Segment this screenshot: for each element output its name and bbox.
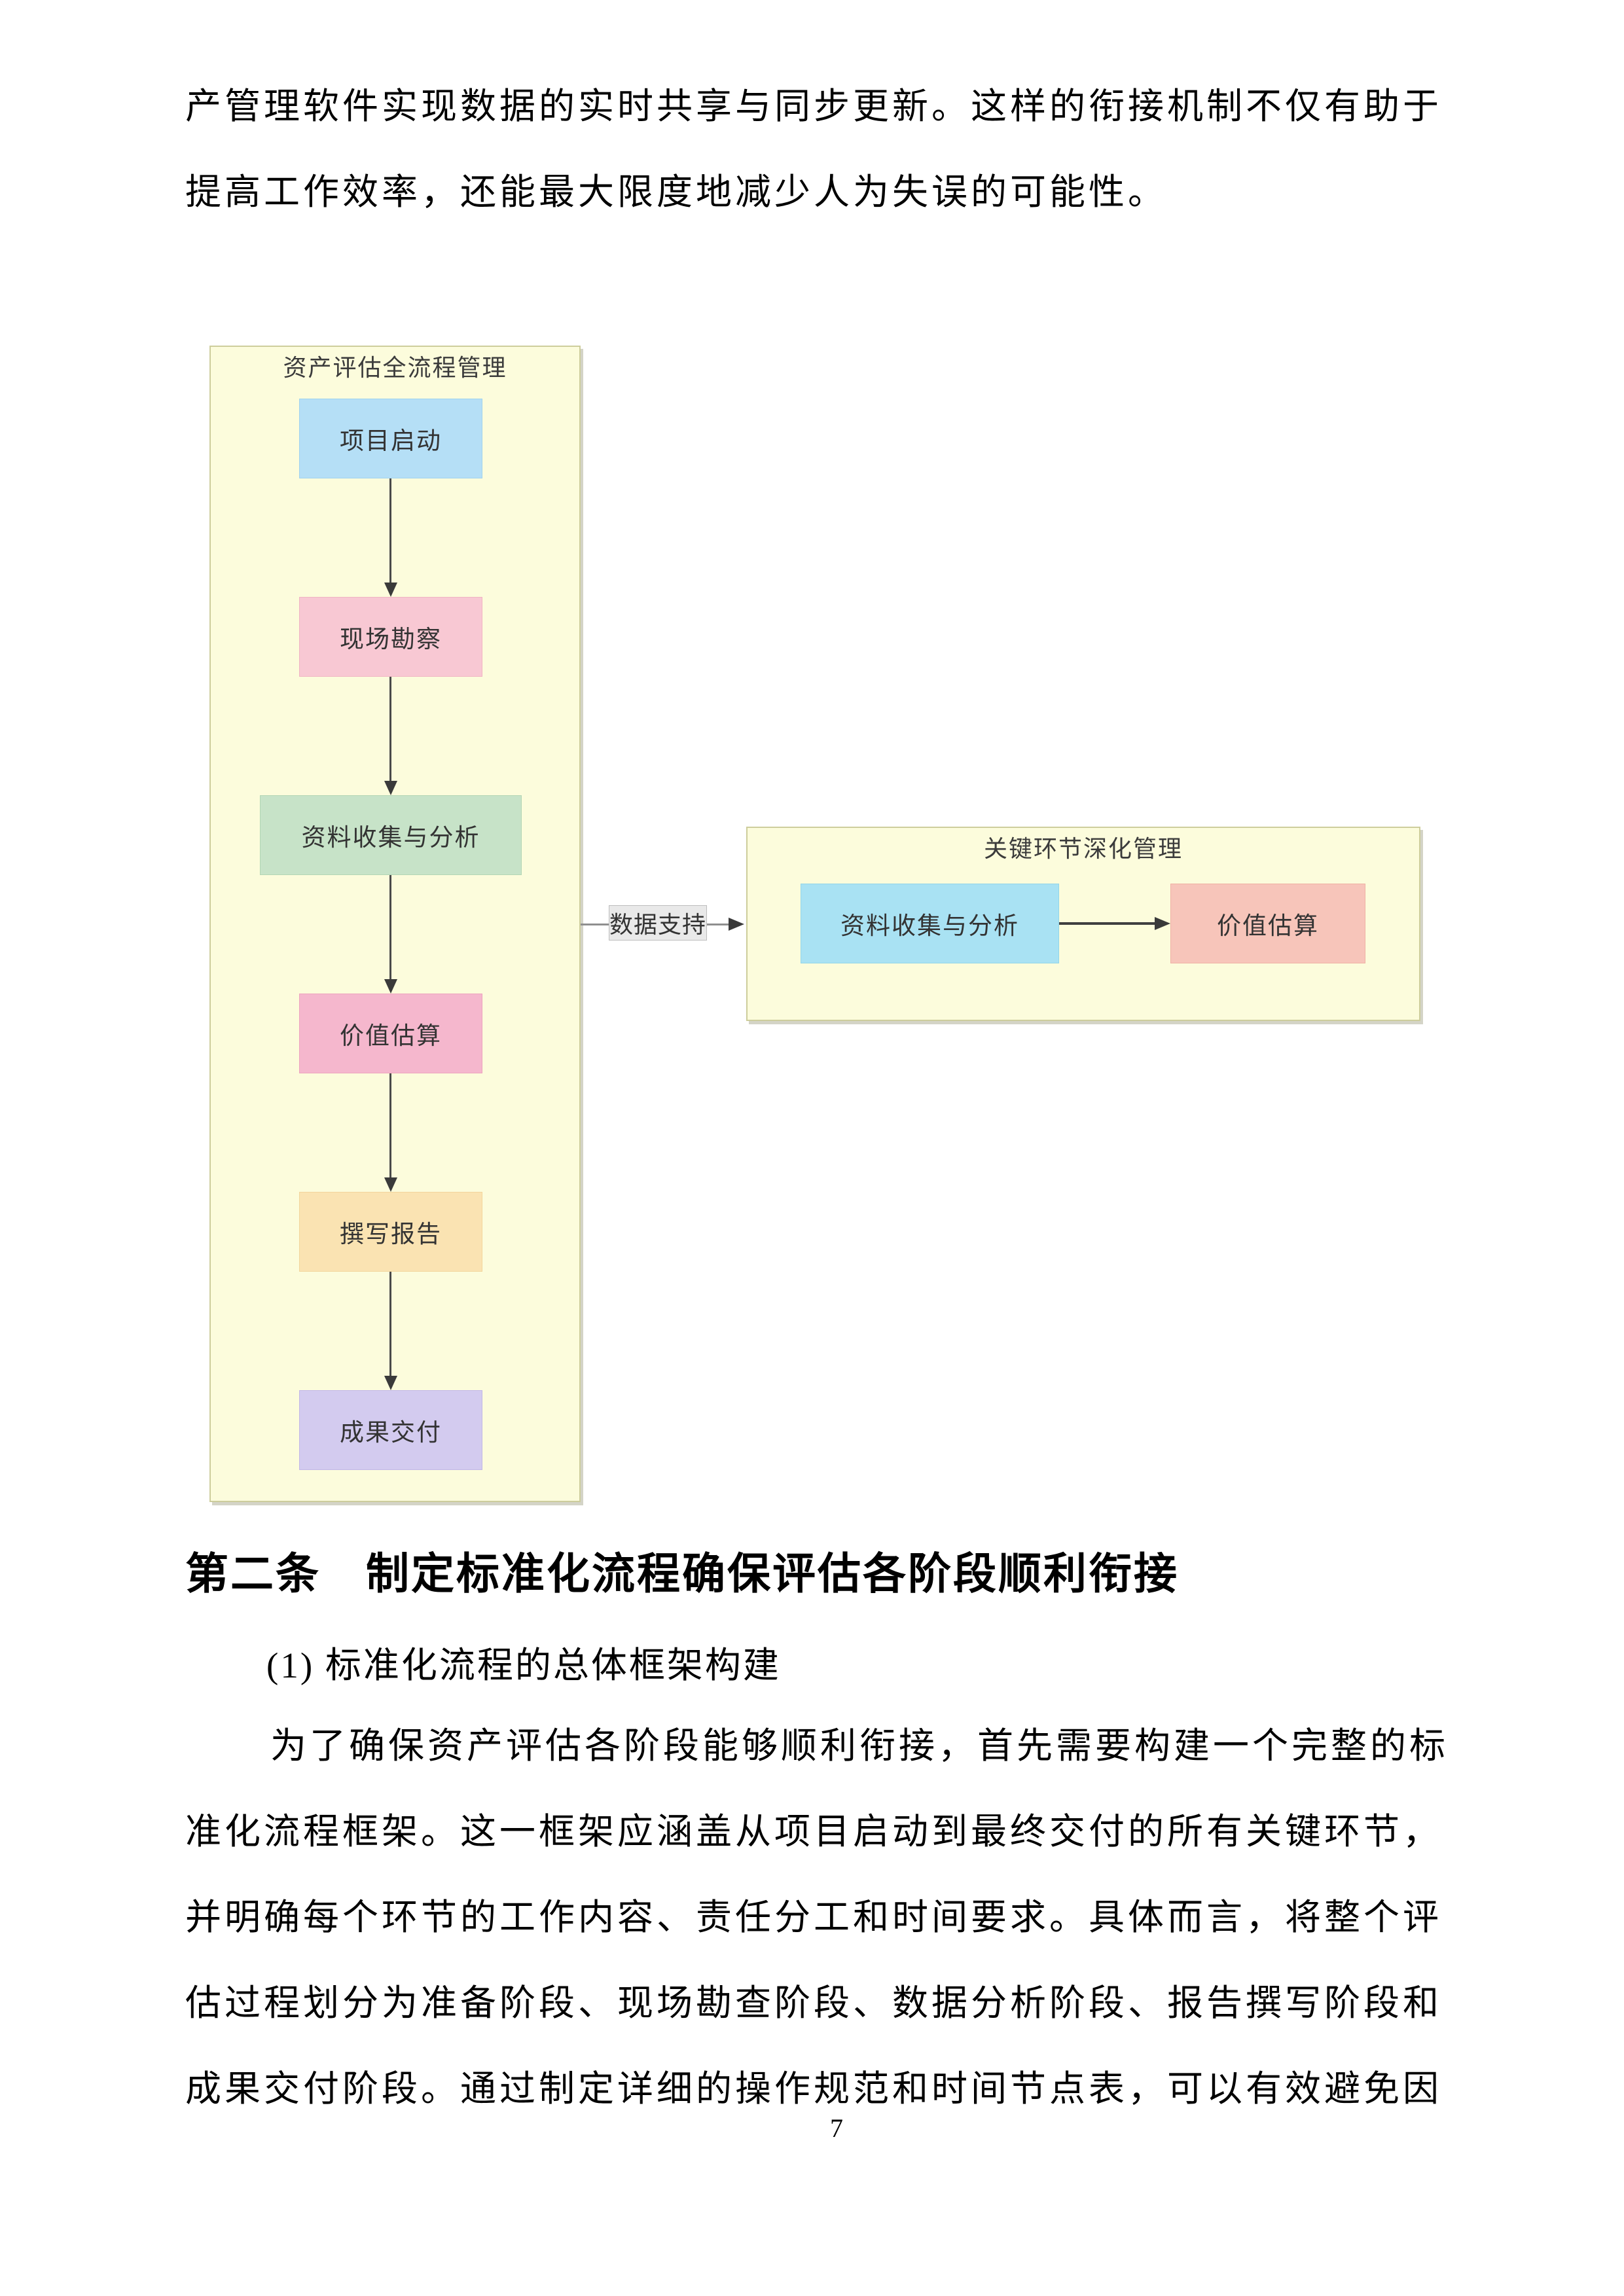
right-arrow-line xyxy=(1059,922,1156,925)
top-paragraph-line-1: 产管理软件实现数据的实时共享与同步更新。这样的衔接机制不仅有助于 xyxy=(185,86,1443,126)
flow-step-project-start: 项目启动 xyxy=(299,399,482,478)
body-line-1: 为了确保资产评估各阶段能够顺利衔接，首先需要构建一个完整的标 xyxy=(270,1726,1449,1766)
arrow-line-3 xyxy=(389,875,391,980)
flow-step-data-collection-deep: 资料收集与分析 xyxy=(801,884,1059,963)
flow-step-value-estimation-deep: 价值估算 xyxy=(1170,884,1365,963)
top-paragraph-line-2: 提高工作效率，还能最大限度地减少人为失误的可能性。 xyxy=(185,172,1168,212)
connector-label: 数据支持 xyxy=(609,905,707,941)
left-panel xyxy=(209,346,581,1502)
flow-step-report-writing: 撰写报告 xyxy=(299,1192,482,1272)
right-arrow-head-icon xyxy=(1155,917,1170,930)
flow-step-data-collection: 资料收集与分析 xyxy=(260,795,522,875)
connector-arrow-head-icon xyxy=(729,918,744,931)
arrow-line-4 xyxy=(389,1073,391,1179)
body-line-4: 估过程划分为准备阶段、现场勘查阶段、数据分析阶段、报告撰写阶段和 xyxy=(185,1983,1443,2023)
flow-step-value-estimation: 价值估算 xyxy=(299,994,482,1073)
arrow-line-1 xyxy=(389,478,391,584)
arrow-line-2 xyxy=(389,677,391,782)
arrow-head-2-icon xyxy=(384,781,397,795)
connector-line xyxy=(581,924,730,925)
flow-step-deliverables: 成果交付 xyxy=(299,1390,482,1470)
arrow-head-3-icon xyxy=(384,979,397,994)
section-heading: 第二条 制定标准化流程确保评估各阶段顺利衔接 xyxy=(185,1551,1179,1598)
arrow-head-5-icon xyxy=(384,1376,397,1390)
page-number: 7 xyxy=(830,2113,843,2143)
body-line-3: 并明确每个环节的工作内容、责任分工和时间要求。具体而言，将整个评 xyxy=(185,1897,1443,1937)
arrow-head-1-icon xyxy=(384,583,397,597)
right-panel xyxy=(746,827,1420,1021)
arrow-head-4-icon xyxy=(384,1177,397,1192)
left-panel-title: 资产评估全流程管理 xyxy=(283,354,507,381)
body-line-2: 准化流程框架。这一框架应涵盖从项目启动到最终交付的所有关键环节， xyxy=(185,1812,1443,1852)
body-line-5: 成果交付阶段。通过制定详细的操作规范和时间节点表，可以有效避免因 xyxy=(185,2069,1443,2109)
arrow-line-5 xyxy=(389,1272,391,1377)
right-panel-title: 关键环节深化管理 xyxy=(983,835,1183,862)
flow-step-site-survey: 现场勘察 xyxy=(299,597,482,677)
section-subheading: (1) 标准化流程的总体框架构建 xyxy=(266,1645,781,1685)
